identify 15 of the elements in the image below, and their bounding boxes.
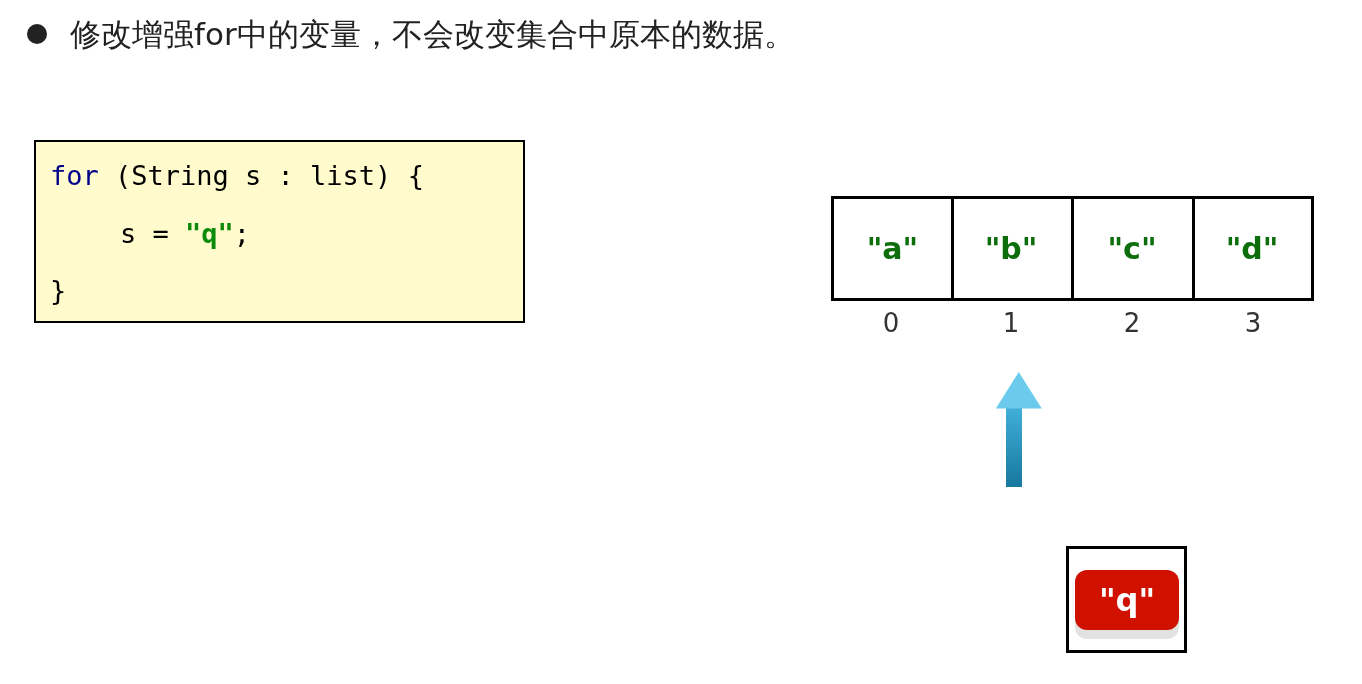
code-line: for (String s : list) { xyxy=(50,160,424,191)
index-label: 3 xyxy=(1243,308,1263,338)
array-cell: "d" xyxy=(1193,196,1314,301)
index-label: 1 xyxy=(1001,308,1021,338)
code-line: s = "q"; xyxy=(120,218,251,249)
code-line: } xyxy=(50,275,67,306)
title-text: 修改增强for中的变量，不会改变集合中原本的数据。 xyxy=(70,15,795,54)
arrow xyxy=(995,372,1042,487)
array-cell: "b" xyxy=(951,196,1074,301)
variable-box xyxy=(1066,546,1187,653)
array-cell: "c" xyxy=(1072,196,1195,301)
array-cell: "a" xyxy=(831,196,954,301)
code-box xyxy=(34,140,525,323)
index-label: 2 xyxy=(1122,308,1142,338)
index-label: 0 xyxy=(881,308,901,338)
